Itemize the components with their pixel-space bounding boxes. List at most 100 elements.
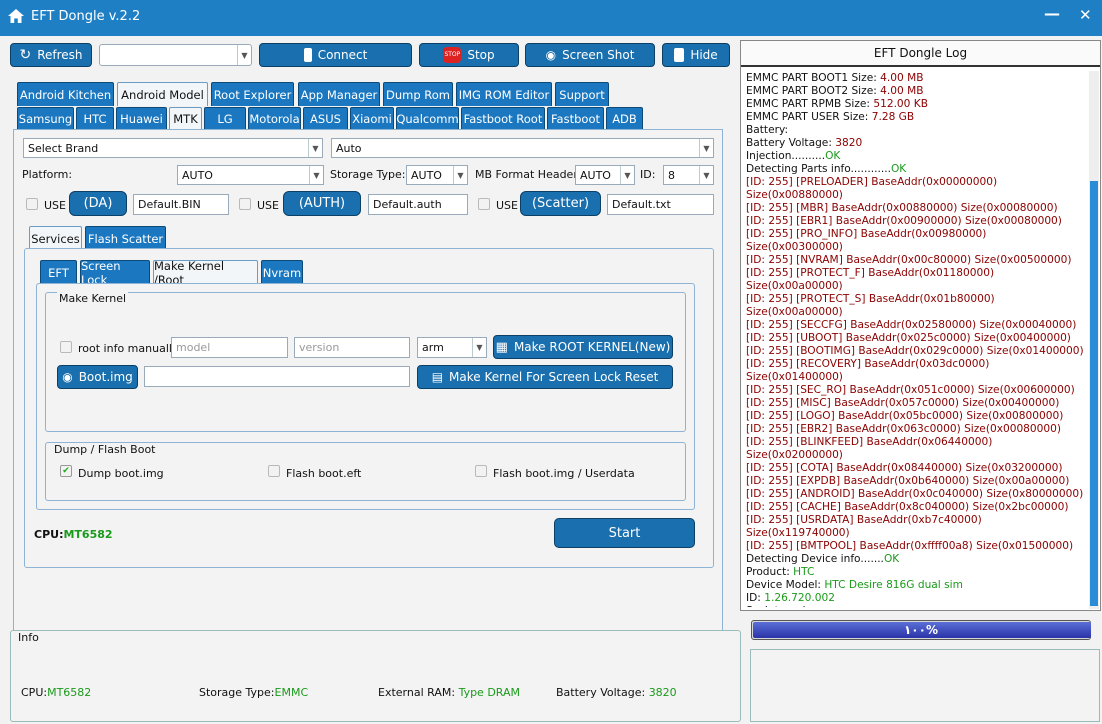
tab-xiaomi[interactable]: Xiaomi [350,107,394,130]
tab-lg[interactable]: LG [204,107,246,130]
screen-lock-reset-button[interactable]: ▤ Make Kernel For Screen Lock Reset [417,365,673,389]
tab-img-rom-editor[interactable]: IMG ROM Editor [456,82,552,106]
hide-button[interactable]: Hide [662,43,730,67]
tab-qualcomm[interactable]: Qualcomm [396,107,459,130]
stop-button[interactable]: STOP Stop [419,43,519,67]
scatter-file-field[interactable]: Default.txt [607,194,714,215]
progress-bar: ١٠٠% [751,620,1091,640]
log-line-label: ID: [746,592,765,604]
auth-file-field[interactable]: Default.auth [368,194,468,215]
log-line: [ID: 255] [PROTECT_S] BaseAddr(0x01b8000… [746,293,1086,319]
log-line: [ID: 255] [PRO_INFO] BaseAddr(0x00980000… [746,228,1086,254]
model-select[interactable]: Auto▼ [331,138,714,158]
brand-select[interactable]: Select Brand▼ [23,138,323,158]
mb-format-label: MB Format Header [475,168,578,181]
use-auth-checkbox[interactable] [239,198,251,210]
log-line: [ID: 255] [BLINKFEED] BaseAddr(0x0644000… [746,436,1086,462]
use-scatter-checkbox[interactable] [478,198,490,210]
tab-nvram[interactable]: Nvram [261,260,303,284]
log-line: Injection..........OK [746,150,1086,163]
dump-boot-checkbox[interactable]: ✔ [60,465,72,477]
scatter-button[interactable]: (Scatter) [520,191,601,216]
mb-format-select[interactable]: AUTO▼ [575,165,635,185]
tab-htc[interactable]: HTC [76,107,114,130]
status-panel [750,649,1100,722]
tab-root-explorer[interactable]: Root Explorer [211,82,294,106]
use-auth-label: USE [257,199,279,212]
log-line-value: [ID: 255] [EBR1] BaseAddr(0x00900000) Si… [746,215,1062,227]
log-line-value: 4.00 MB [880,72,924,84]
log-line-value: [ID: 255] [RECOVERY] BaseAddr(0x03dc0000… [746,358,990,383]
chevron-down-icon: ▼ [699,166,713,184]
flash-userdata-checkbox[interactable] [475,465,487,477]
tab-asus[interactable]: ASUS [303,107,348,130]
log-line: Sw Internal: [746,605,1086,607]
log-line-value: [ID: 255] [PRELOADER] BaseAddr(0x0000000… [746,176,998,201]
tab-android-kitchen[interactable]: Android Kitchen [17,82,114,106]
log-line-value: 3820 [835,137,863,149]
log-line: EMMC PART RPMB Size: 512.00 KB [746,98,1086,111]
version-input[interactable]: version [294,337,410,358]
id-label: ID: [640,168,656,181]
log-scroll-thumb[interactable] [1090,181,1098,606]
start-button[interactable]: Start [554,518,695,548]
port-select[interactable]: ▼ [99,44,252,66]
log-line: [ID: 255] [MISC] BaseAddr(0x057c0000) Si… [746,397,1086,410]
log-line-value: OK [890,163,907,175]
tab-huawei[interactable]: Huawei [116,107,167,130]
flash-boot-checkbox[interactable] [268,465,280,477]
tab-fastboot-root[interactable]: Fastboot Root [461,107,545,130]
screenshot-button[interactable]: ◉ Screen Shot [525,43,655,67]
log-line-value: [ID: 255] [MBR] BaseAddr(0x00880000) Siz… [746,202,1058,214]
root-info-checkbox[interactable] [60,341,72,353]
boot-img-path-input[interactable] [144,366,410,387]
tab-dump-rom[interactable]: Dump Rom [383,82,453,106]
tab-mtk[interactable]: MTK [169,107,202,130]
platform-label: Platform: [22,168,73,181]
log-line: [ID: 255] [BMTPOOL] BaseAddr(0xffff00a8)… [746,540,1086,553]
log-line: [ID: 255] [USRDATA] BaseAddr(0xb7c40000)… [746,514,1086,540]
log-line-value: 512.00 KB [873,98,928,110]
window-title: EFT Dongle v.2.2 [31,9,141,24]
tab-adb[interactable]: ADB [606,107,643,130]
tab-make-kernel-root[interactable]: Make Kernel /Root [153,259,258,287]
close-button[interactable]: ✕ [1079,6,1092,24]
tab-services[interactable]: Services [29,226,82,250]
log-line-label: Product: [746,566,794,578]
id-select[interactable]: 8▼ [663,165,714,185]
home-icon [8,9,24,23]
log-scrollbar[interactable] [1089,71,1099,609]
tab-fastboot[interactable]: Fastboot [547,107,604,130]
model-input[interactable]: model [171,337,288,358]
boot-img-button[interactable]: ◉ Boot.img [57,365,138,389]
tab-app-manager[interactable]: App Manager [298,82,380,106]
storage-type-select[interactable]: AUTO▼ [406,165,468,185]
tab-screen-lock[interactable]: Screen Lock [80,259,150,287]
make-root-kernel-button[interactable]: ▦ Make ROOT KERNEL(New) [493,335,673,359]
auth-button[interactable]: (AUTH) [283,191,361,216]
refresh-button[interactable]: ↻ Refresh [10,43,92,67]
disc-icon: ◉ [62,370,73,384]
minimize-button[interactable]: — [1044,4,1060,23]
tab-motorola[interactable]: Motorola [248,107,301,130]
da-button[interactable]: (DA) [69,191,127,216]
platform-select[interactable]: AUTO▼ [177,165,324,185]
log-line: ID: 1.26.720.002 [746,592,1086,605]
tab-eft[interactable]: EFT [40,260,77,284]
tab-support[interactable]: Support [555,82,609,106]
log-line: [ID: 255] [EXPDB] BaseAddr(0x0b640000) S… [746,475,1086,488]
checkmark-icon: ✔ [62,466,70,476]
tab-samsung[interactable]: Samsung [17,107,74,130]
tab-flash-scatter[interactable]: Flash Scatter [85,226,166,250]
log-line-value: [ID: 255] [BMTPOOL] BaseAddr(0xffff00a8)… [746,540,1074,552]
flash-userdata-label: Flash boot.img / Userdata [493,467,635,480]
use-da-checkbox[interactable] [26,198,38,210]
title-bar: EFT Dongle v.2.2 — ✕ [0,0,1102,36]
make-kernel-group-title: Make Kernel [57,292,129,305]
log-line: Detecting Parts info............OK [746,163,1086,176]
tab-android-model[interactable]: Android Model [117,82,208,106]
arch-select[interactable]: arm▼ [417,337,487,358]
connect-button[interactable]: Connect [259,43,412,67]
da-file-field[interactable]: Default.BIN [133,194,229,215]
